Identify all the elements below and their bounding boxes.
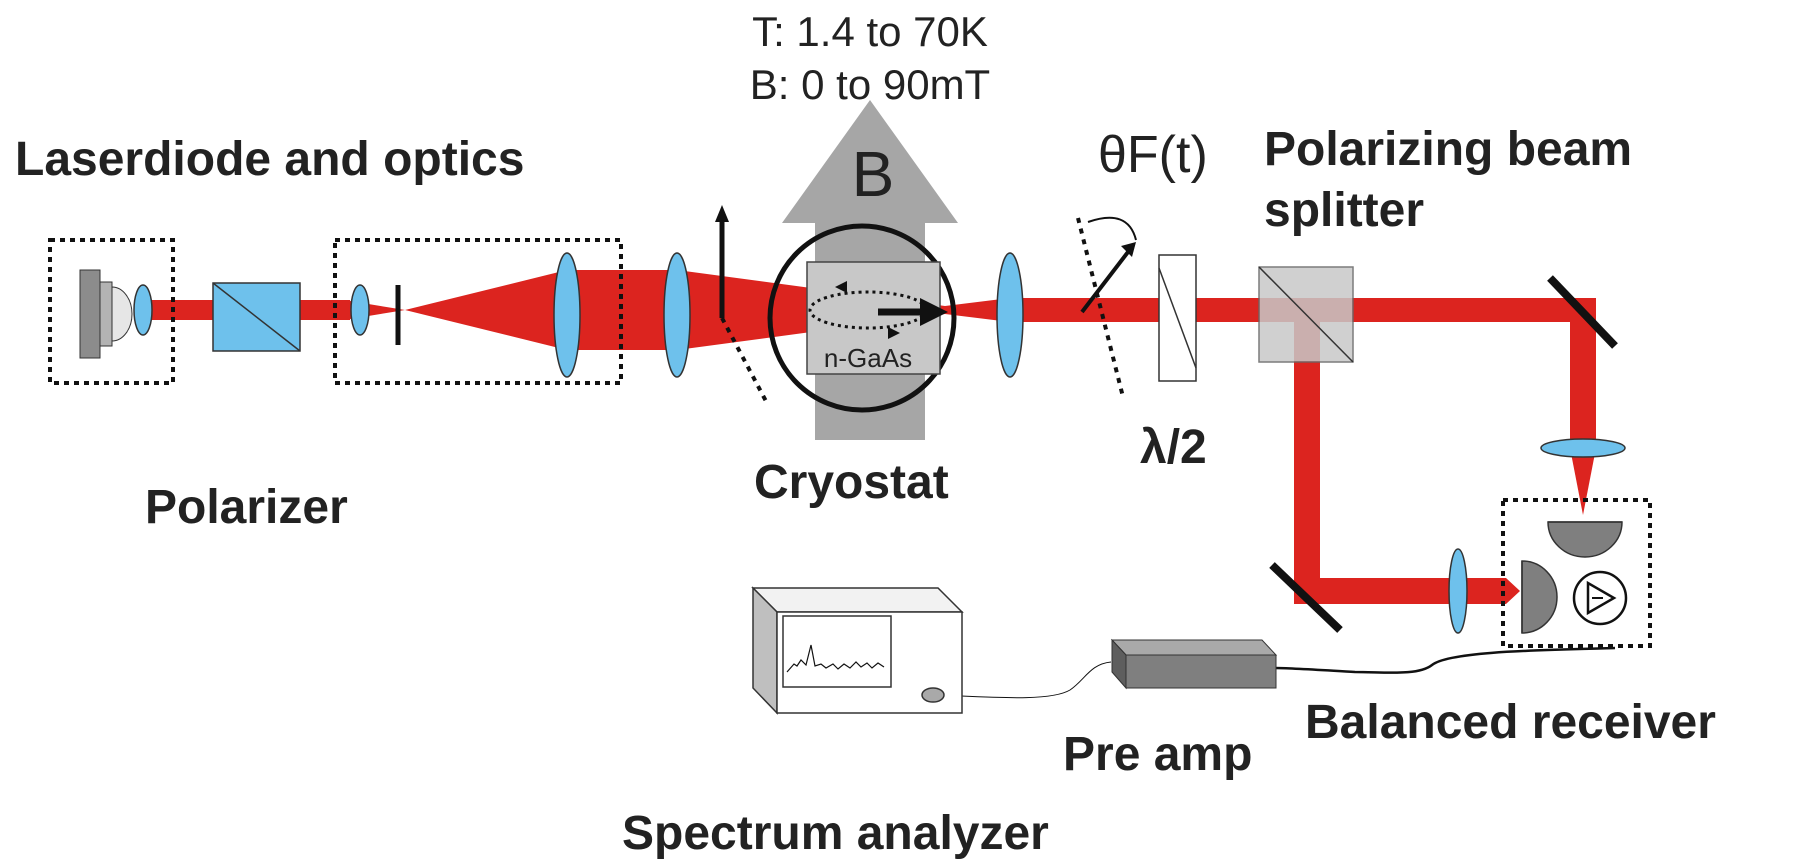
spectrum-analyzer-device	[751, 586, 964, 715]
mirror-lower-left	[1269, 562, 1343, 633]
faraday-angle-label: θF(t)	[1098, 126, 1208, 184]
spin-vector-arrow	[878, 298, 948, 326]
temperature-range-label: T: 1.4 to 70K	[752, 8, 988, 55]
analyzer-input-port	[921, 687, 945, 703]
half-wave-plate-label: λ/2	[1140, 421, 1207, 474]
rotated-polarization-arrow	[1080, 242, 1136, 314]
polarizer-label: Polarizer	[145, 481, 348, 534]
photodiode-top	[1547, 521, 1623, 558]
beam-splitter-label-line2: splitter	[1264, 184, 1424, 237]
amplifier-icon	[1572, 570, 1628, 626]
field-range-label: B: 0 to 90mT	[750, 61, 990, 108]
analyzer-screen	[782, 615, 892, 688]
expander-lens-small	[350, 284, 370, 336]
laserdiode-label: Laserdiode and optics	[15, 133, 524, 186]
polarizer-cube	[212, 282, 301, 352]
preamp-to-analyzer-cable	[935, 661, 1112, 699]
spectrum-trace	[786, 644, 885, 673]
faraday-angle-arc	[1087, 216, 1137, 241]
laserdiode-enclosure	[48, 238, 175, 385]
cryostat-label: Cryostat	[754, 456, 949, 509]
sample-label: n-GaAs	[824, 343, 912, 373]
collecting-lens	[996, 252, 1024, 378]
detector-lens-horizontal-path	[1448, 548, 1468, 634]
balanced-receiver-enclosure	[1501, 498, 1652, 648]
balanced-receiver-label: Balanced receiver	[1305, 696, 1716, 749]
spin-orbit-arrowhead-top	[835, 281, 847, 293]
mirror-upper-right	[1547, 275, 1618, 349]
cryostat	[767, 223, 957, 413]
half-wave-plate	[1158, 254, 1197, 382]
polarizing-beam-splitter	[1258, 266, 1354, 363]
spin-orbit-arrowhead-bottom	[888, 327, 900, 339]
collimation-lens	[133, 284, 153, 336]
polarization-reference-axis	[1076, 217, 1125, 398]
sample-n-gaas	[806, 261, 941, 375]
spectrum-analyzer-label: Spectrum analyzer	[622, 807, 1049, 860]
pre-amp-device	[1110, 638, 1278, 690]
laserdiode	[79, 269, 133, 359]
beam-splitter-label-line1: Polarizing beam	[1264, 123, 1632, 176]
pre-amp-label: Pre amp	[1063, 728, 1252, 781]
photodiode-side	[1521, 560, 1558, 634]
detector-lens-vertical-path	[1540, 438, 1626, 458]
expander-lens-large	[553, 252, 581, 378]
receiver-to-preamp-cable	[1274, 646, 1616, 674]
input-polarization-arrow	[715, 205, 729, 318]
field-symbol: B	[852, 138, 895, 210]
focusing-lens	[663, 252, 691, 378]
beam-expander-enclosure	[333, 238, 623, 385]
